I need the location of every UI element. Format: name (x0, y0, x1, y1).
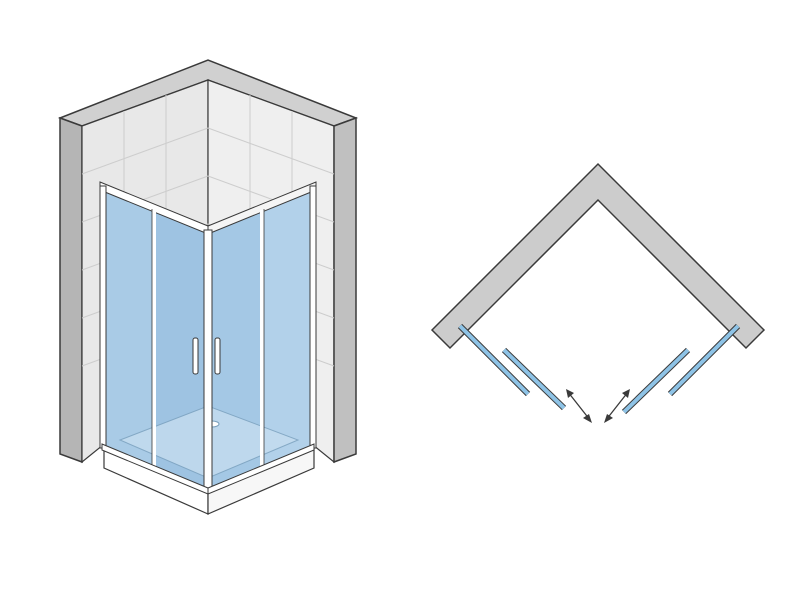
frame-bottom-rail-right (207, 443, 315, 495)
plan-fixed-panel-right-glass (668, 324, 740, 396)
glass-panel-right-fixed (261, 189, 313, 467)
frame-profile-left-wall (99, 185, 107, 449)
plan-view (430, 162, 766, 423)
plan-left-panels (457, 323, 567, 411)
plan-wall-corner (430, 162, 766, 350)
isometric-enclosure (57, 59, 359, 515)
double-arrow-icon (566, 389, 630, 423)
frame-profile-right-wall (309, 185, 317, 449)
frame-profile-corner (203, 229, 213, 493)
plan-sliding-door-left-glass (502, 348, 566, 410)
door-handle-icon (214, 337, 221, 375)
plan-sliding-door-right-glass (622, 348, 690, 414)
right-wall-outer (333, 116, 357, 464)
plan-right-panels (621, 323, 741, 415)
left-wall-outer (59, 116, 83, 464)
plan-fixed-panel-left-glass (458, 324, 530, 396)
door-handle-icon (192, 337, 199, 375)
glass-panel-left-fixed (103, 189, 155, 467)
